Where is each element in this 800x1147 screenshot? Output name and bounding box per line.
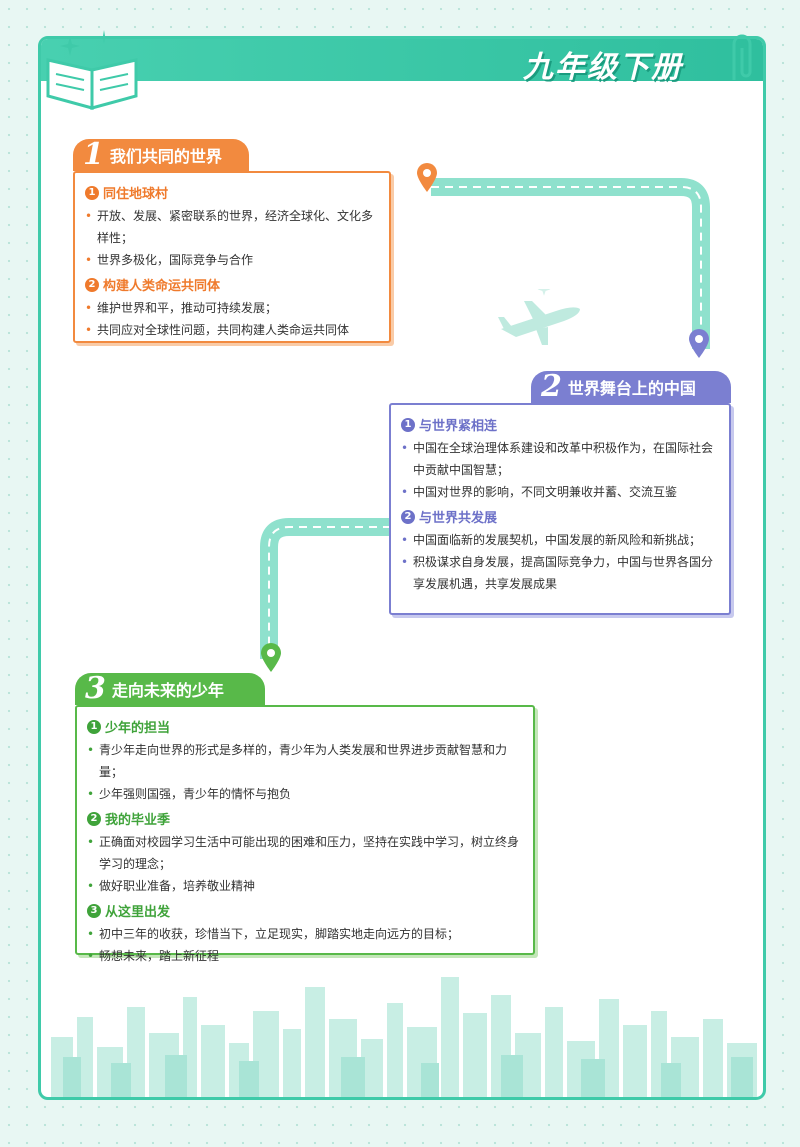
section-title: 我们共同的世界 <box>109 147 222 166</box>
open-book-icon <box>46 30 138 110</box>
section-number: 1 <box>83 137 104 172</box>
city-skyline-illustration <box>51 977 757 1097</box>
road-path <box>260 178 710 659</box>
list-item: •中国对世界的影响，不同文明兼收并蓄、交流互鉴 <box>401 485 678 499</box>
list-item: •少年强则国强，青少年的情怀与抱负 <box>87 787 292 801</box>
list-item: •正确面对校园学习生活中可能出现的困难和压力，坚持在实践中学习，树立终身学习的理… <box>87 835 520 871</box>
list-item: •积极谋求自身发展，提高国际竞争力，中国与世界各国分享发展机遇，共享发展成果 <box>401 555 714 591</box>
list-item: •青少年走向世界的形式是多样的，青少年为人类发展和世界进步贡献智慧和力量； <box>87 743 508 779</box>
section-number: 3 <box>85 671 106 706</box>
list-item: •中国面临新的发展契机，中国发展的新风险和新挑战； <box>401 533 702 547</box>
section-2-header: 2 世界舞台上的中国 <box>531 371 731 403</box>
section-title: 世界舞台上的中国 <box>567 379 696 398</box>
list-item: •共同应对全球性问题，共同构建人类命运共同体 <box>85 323 350 337</box>
list-item: •开放、发展、紧密联系的世界，经济全球化、文化多样性； <box>85 209 374 245</box>
list-item: •初中三年的收获，珍惜当下，立足现实，脚踏实地走向远方的目标； <box>87 927 460 941</box>
list-item: •做好职业准备，培养敬业精神 <box>87 879 256 893</box>
list-item: •世界多极化，国际竞争与合作 <box>85 253 254 267</box>
airplane-icon <box>498 289 580 345</box>
paper-clip-icon <box>732 34 752 80</box>
list-item: •维护世界和平，推动可持续发展； <box>85 301 278 315</box>
list-item: •中国在全球治理体系建设和改革中积极作为，在国际社会中贡献中国智慧； <box>401 441 714 477</box>
section-title: 走向未来的少年 <box>111 681 224 700</box>
section-1-header: 1 我们共同的世界 <box>73 139 249 171</box>
section-number: 2 <box>541 369 562 404</box>
list-item: •畅想未来，踏上新征程 <box>87 949 220 963</box>
location-pin-icon <box>261 643 281 672</box>
location-pin-icon <box>689 329 709 358</box>
header-banner: 九年级下册 <box>41 39 763 85</box>
section-3-header: 3 走向未来的少年 <box>75 673 265 705</box>
location-pin-icon <box>417 163 437 192</box>
page-title: 九年级下册 <box>523 50 683 85</box>
